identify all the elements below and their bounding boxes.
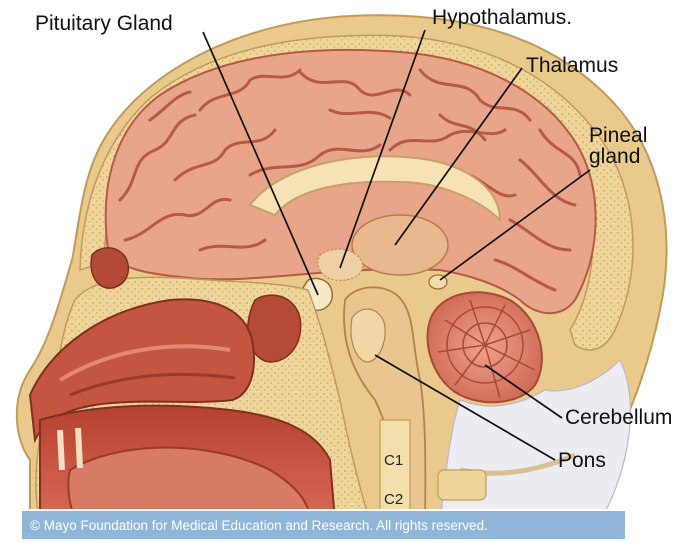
label-hypothalamus: Hypothalamus. (432, 6, 572, 29)
frontal-sinus (91, 248, 128, 288)
label-pons: Pons (558, 449, 606, 472)
copyright-text: © Mayo Foundation for Medical Education … (30, 518, 488, 533)
label-cerebellum: Cerebellum (565, 406, 672, 429)
thalamus (352, 215, 448, 275)
label-c2: C2 (384, 491, 403, 508)
label-pineal-line2: gland (589, 145, 640, 168)
label-pituitary-gland: Pituitary Gland (35, 12, 173, 35)
label-thalamus: Thalamus (526, 54, 618, 77)
label-c1: C1 (384, 452, 403, 469)
label-pineal-line1: Pineal (589, 124, 647, 147)
